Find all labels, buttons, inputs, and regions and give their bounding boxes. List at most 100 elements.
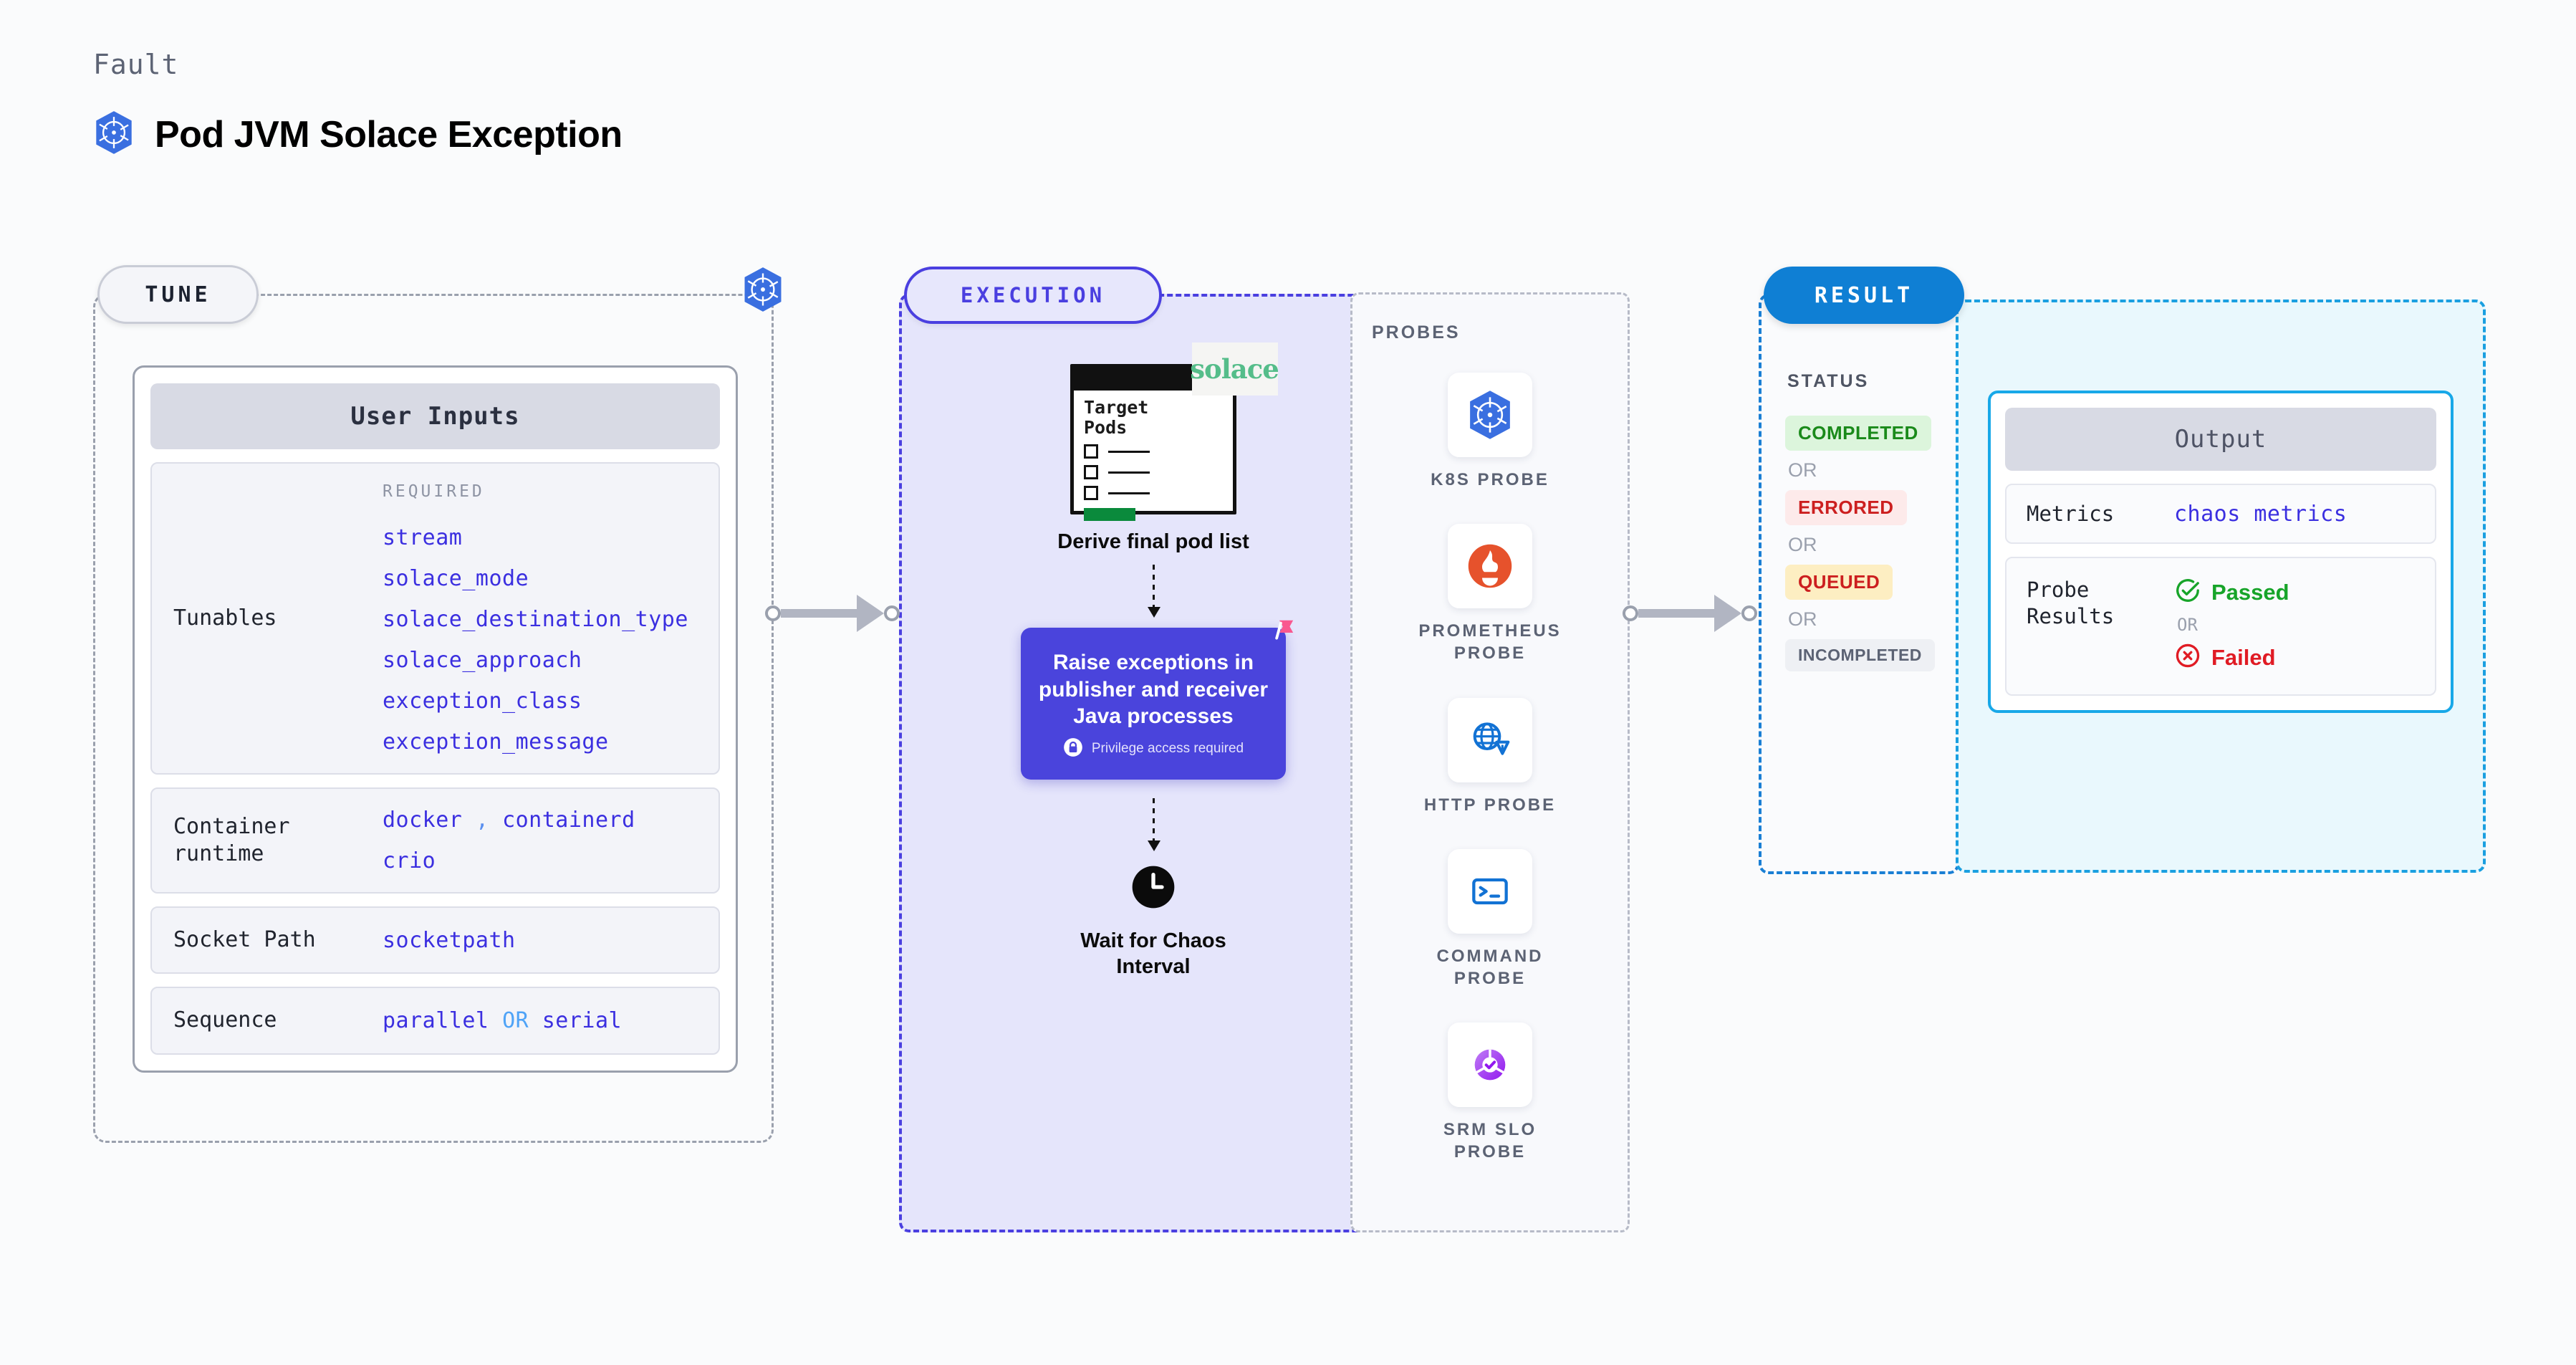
container-runtime-row: Container runtime docker , containerd cr… — [150, 787, 720, 894]
target-pods-card: Target Pods solace — [1070, 343, 1279, 521]
probe-label: HTTP PROBE — [1423, 795, 1557, 815]
runtime-crio[interactable]: crio — [383, 848, 436, 873]
probe-item-http[interactable]: HTTP PROBE — [1423, 697, 1557, 816]
connector-arrowhead — [857, 595, 884, 632]
status-or: OR — [1788, 534, 1817, 555]
probe-label: SRM SLO PROBE — [1443, 1120, 1537, 1162]
pod-list-item — [1084, 465, 1223, 479]
runtime-containerd[interactable]: containerd — [502, 808, 635, 833]
tunable-exception-message[interactable]: exception_message — [383, 729, 609, 755]
failed-text: Failed — [2211, 644, 2276, 670]
tunables-row: Tunables REQUIRED stream solace_mode sol… — [150, 462, 720, 775]
pod-line-dash — [1108, 471, 1150, 474]
flow-arrow-2 — [1147, 798, 1160, 851]
container-runtime-label: Container runtime — [173, 813, 290, 866]
fault-label: Fault — [93, 49, 179, 80]
flow-arrow-1 — [1147, 565, 1160, 618]
pod-progress-bar — [1084, 508, 1135, 521]
derive-pod-list-caption: Derive final pod list — [1057, 530, 1249, 553]
status-list: COMPLETED OR ERRORED OR QUEUED OR INCOMP… — [1785, 416, 1935, 671]
pod-line-dash — [1108, 450, 1150, 453]
required-label: REQUIRED — [383, 482, 485, 501]
metrics-value[interactable]: chaos metrics — [2174, 501, 2347, 527]
privilege-note: Privilege access required — [1038, 737, 1269, 761]
tunable-solace-mode[interactable]: solace_mode — [383, 566, 529, 591]
privilege-text: Privilege access required — [1091, 741, 1244, 757]
socket-path-value[interactable]: socketpath — [383, 927, 516, 953]
check-circle-icon — [2174, 577, 2201, 608]
solace-logo: solace — [1190, 343, 1279, 396]
kubernetes-icon — [741, 267, 784, 316]
tunable-stream[interactable]: stream — [383, 525, 463, 550]
socket-path-row: Socket Path socketpath — [150, 906, 720, 974]
metrics-label: Metrics — [2027, 502, 2115, 526]
lock-icon — [1063, 737, 1083, 761]
output-card: Output Metrics chaos metrics Probe Resul… — [1988, 391, 2454, 714]
pods-card-title: Target Pods — [1084, 397, 1149, 438]
globe-warning-icon — [1448, 697, 1532, 782]
status-label: STATUS — [1787, 371, 1870, 391]
probe-result-passed: Passed — [2174, 577, 2289, 608]
wait-chaos-interval-caption: Wait for Chaos Interval — [1080, 929, 1226, 978]
probes-list: K8S PROBE PROMETHEUS PROBE HTTP PROBE — [1350, 373, 1630, 1164]
runtime-separator: , — [475, 808, 489, 833]
sequence-label: Sequence — [173, 1007, 277, 1033]
solace-logo-text: solace — [1190, 353, 1279, 385]
probe-item-srm-slo[interactable]: SRM SLO PROBE — [1404, 1022, 1576, 1163]
probe-result-failed: Failed — [2174, 642, 2289, 673]
status-or: OR — [1788, 459, 1817, 481]
pod-list-item — [1084, 444, 1223, 459]
checkbox-icon — [1084, 465, 1098, 479]
status-badge-errored: ERRORED — [1785, 490, 1907, 525]
connector-start-dot — [1623, 605, 1638, 621]
output-card-title: Output — [2005, 408, 2436, 471]
kubernetes-icon — [93, 110, 135, 158]
status-or: OR — [1788, 608, 1817, 630]
pod-list-item — [1084, 486, 1223, 500]
tune-badge[interactable]: TUNE — [97, 265, 259, 324]
probe-label: PROMETHEUS PROBE — [1418, 621, 1562, 664]
probe-results-label: Probe Results — [2027, 578, 2115, 628]
execution-badge[interactable]: EXECUTION — [904, 267, 1162, 324]
status-badge-queued: QUEUED — [1785, 565, 1893, 600]
status-badge-incompleted: INCOMPLETED — [1785, 639, 1935, 671]
runtime-docker[interactable]: docker — [383, 808, 463, 833]
connector-tune-execution — [765, 595, 900, 632]
raise-exception-step: Raise exceptions in publisher and receiv… — [1021, 621, 1294, 780]
checkbox-icon — [1084, 444, 1098, 459]
sequence-parallel[interactable]: parallel — [383, 1008, 489, 1034]
tunables-values: REQUIRED stream solace_mode solace_desti… — [383, 482, 688, 755]
probe-item-command[interactable]: COMMAND PROBE — [1404, 848, 1576, 990]
result-badge[interactable]: RESULT — [1764, 267, 1964, 324]
probe-item-k8s[interactable]: K8S PROBE — [1431, 373, 1549, 491]
kubernetes-icon — [1447, 373, 1532, 457]
sequence-value[interactable]: parallel OR serial — [383, 1008, 622, 1033]
connector-arrowhead — [1714, 595, 1741, 632]
connector-start-dot — [765, 605, 781, 621]
runtime-line-1[interactable]: docker , containerd — [383, 808, 635, 833]
litmuschaos-icon — [1263, 616, 1296, 653]
tunable-solace-destination-type[interactable]: solace_destination_type — [383, 607, 688, 632]
clock-icon — [1130, 864, 1176, 914]
user-inputs-header: User Inputs — [150, 383, 720, 449]
tunable-solace-approach[interactable]: solace_approach — [383, 648, 582, 673]
status-badge-completed: COMPLETED — [1785, 416, 1931, 451]
execution-flow: Target Pods solace — [924, 343, 1383, 980]
probe-label: COMMAND PROBE — [1436, 946, 1544, 988]
slo-donut-check-icon — [1448, 1022, 1532, 1108]
connector-bar — [1638, 609, 1716, 618]
sequence-values: parallel OR serial — [383, 1008, 622, 1033]
probe-result-or: OR — [2177, 615, 2198, 636]
pod-line-dash — [1108, 492, 1150, 494]
socket-path-label: Socket Path — [173, 927, 316, 952]
tunable-exception-class[interactable]: exception_class — [383, 689, 582, 714]
metrics-row: Metrics chaos metrics — [2005, 484, 2436, 545]
page-title: Pod JVM Solace Exception — [155, 113, 623, 155]
probe-results-row: Probe Results Passed OR — [2005, 557, 2436, 696]
x-circle-icon — [2174, 642, 2201, 673]
probe-item-prometheus[interactable]: PROMETHEUS PROBE — [1404, 524, 1576, 664]
user-inputs-card: User Inputs Tunables REQUIRED stream sol… — [133, 365, 738, 1073]
raise-exception-text: Raise exceptions in publisher and receiv… — [1038, 651, 1269, 729]
tune-region — [93, 294, 774, 1143]
sequence-serial[interactable]: serial — [542, 1008, 623, 1034]
